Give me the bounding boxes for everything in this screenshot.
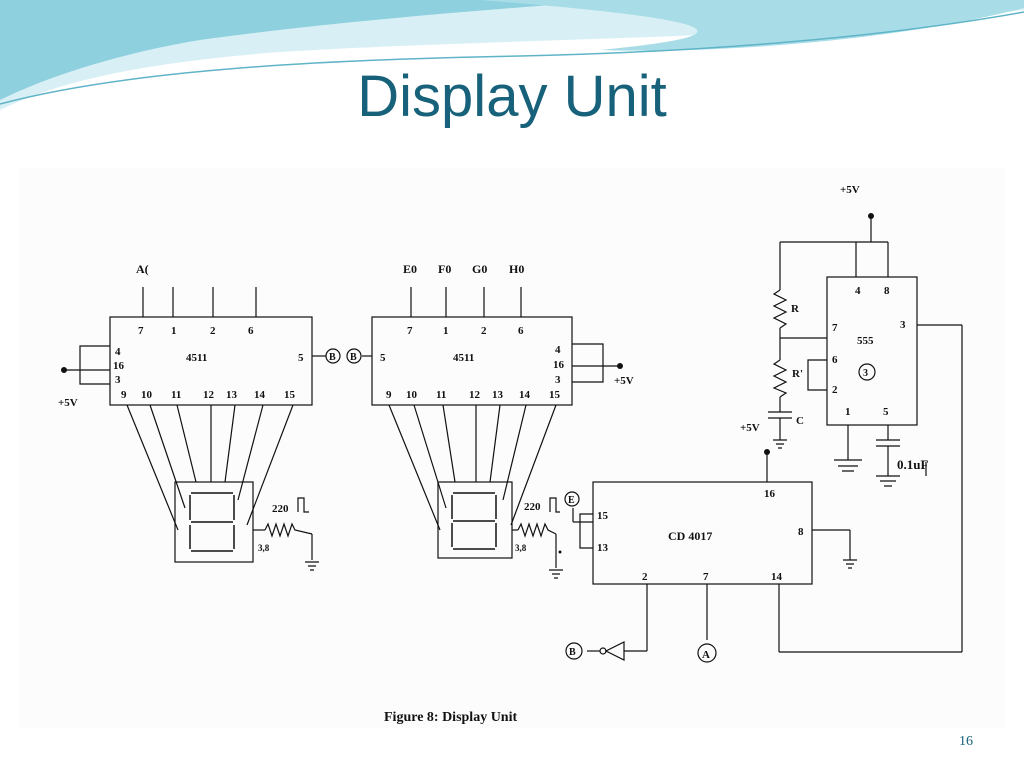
right-pin-14: 14 [519,389,531,401]
swoosh-band-top-right [480,0,1024,51]
right-pin-11: 11 [436,389,446,401]
node-e [564,491,580,507]
node-e-label: E [568,495,575,506]
node-a-label: A [702,649,710,661]
counter-pin-7: 7 [703,571,709,583]
left-supply-label: +5V [58,397,78,409]
right-seven-segment-display [437,481,513,559]
left-chip-label: 4511 [186,352,207,364]
node-b-right-label: B [350,352,357,363]
right-pin-10: 10 [406,389,418,401]
counter-pin-15: 15 [597,510,609,522]
timer-555-chip [826,276,918,426]
timer-chip-label: 555 [857,335,874,347]
node-b-bottom [565,642,583,660]
right-pin-15: 15 [549,389,561,401]
left-pin-14: 14 [254,389,266,401]
node-3-label: 3 [863,368,868,379]
node-3 [858,363,876,381]
right-pin-13: 13 [492,389,504,401]
right-input-e0: E0 [403,262,417,276]
node-b-left-label: B [329,352,336,363]
counter-chip-label: CD 4017 [668,529,712,543]
right-pin-1: 1 [443,325,449,337]
counter-supply-label: +5V [740,422,760,434]
left-pin-10: 10 [141,389,153,401]
node-b-bottom-label: B [569,647,576,658]
capacitor-label: 0.1uF [897,457,928,472]
right-pin-4: 4 [555,344,561,356]
figure-caption: Figure 8: Display Unit [384,710,517,725]
node-b-left [325,348,341,364]
right-input-h0: H0 [509,262,524,276]
header-swoosh [0,0,1024,110]
right-pin-6: 6 [518,325,524,337]
left-pin-4: 4 [115,346,121,358]
diagram-panel [18,168,1006,728]
timer-pin-1: 1 [845,406,851,418]
right-pin-16: 16 [553,359,565,371]
left-pin-9: 9 [121,389,127,401]
right-resistor-label: 220 [524,501,541,513]
right-pin-3: 3 [555,374,561,386]
left-input-label: A( [136,262,149,276]
right-supply-label: +5V [614,375,634,387]
swoosh-band-dark [0,0,620,100]
cd4017-chip [592,481,813,585]
left-pin-7: 7 [138,325,144,337]
swoosh-line [0,11,1024,105]
inverter-gate [604,641,625,661]
right-4511-chip [371,316,573,406]
left-display-pins-label: 3,8 [258,543,270,553]
left-pin-1: 1 [171,325,177,337]
counter-pin-2: 2 [642,571,648,583]
left-pin-12: 12 [203,389,215,401]
node-b-right [346,348,362,364]
resistor-r2-label: R' [792,368,803,380]
timer-pin-7: 7 [832,322,838,334]
timer-pin-5: 5 [883,406,889,418]
left-pin-2: 2 [210,325,216,337]
left-pin-5: 5 [298,352,304,364]
timer-pin-6: 6 [832,354,838,366]
right-pin-7: 7 [407,325,413,337]
left-pin-6: 6 [248,325,254,337]
timer-supply-label: +5V [840,184,860,196]
left-seven-segment-display [174,481,254,563]
resistor-r-label: R [791,303,800,315]
right-chip-label: 4511 [453,352,474,364]
right-pin-12: 12 [469,389,481,401]
right-display-pins-label: 3,8 [515,543,527,553]
right-pin-2: 2 [481,325,487,337]
timer-pin-4: 4 [855,285,861,297]
left-pin-3: 3 [115,374,121,386]
counter-pin-16: 16 [764,488,776,500]
slide-title: Display Unit [357,64,667,129]
counter-pin-13: 13 [597,542,609,554]
counter-pin-14: 14 [771,571,783,583]
left-resistor-label: 220 [272,503,289,515]
left-pin-13: 13 [226,389,238,401]
counter-pin-8: 8 [798,526,804,538]
timer-pin-8: 8 [884,285,890,297]
left-pin-16: 16 [113,360,125,372]
right-pin-9: 9 [386,389,392,401]
left-pin-11: 11 [171,389,181,401]
timer-pin-2: 2 [832,384,838,396]
node-a [697,643,717,663]
right-pin-5: 5 [380,352,386,364]
timer-pin-3: 3 [900,319,906,331]
right-input-g0: G0 [472,262,487,276]
capacitor-c-label: C [796,415,804,427]
slide-number: 16 [959,734,973,749]
right-input-f0: F0 [438,262,451,276]
left-pin-15: 15 [284,389,296,401]
